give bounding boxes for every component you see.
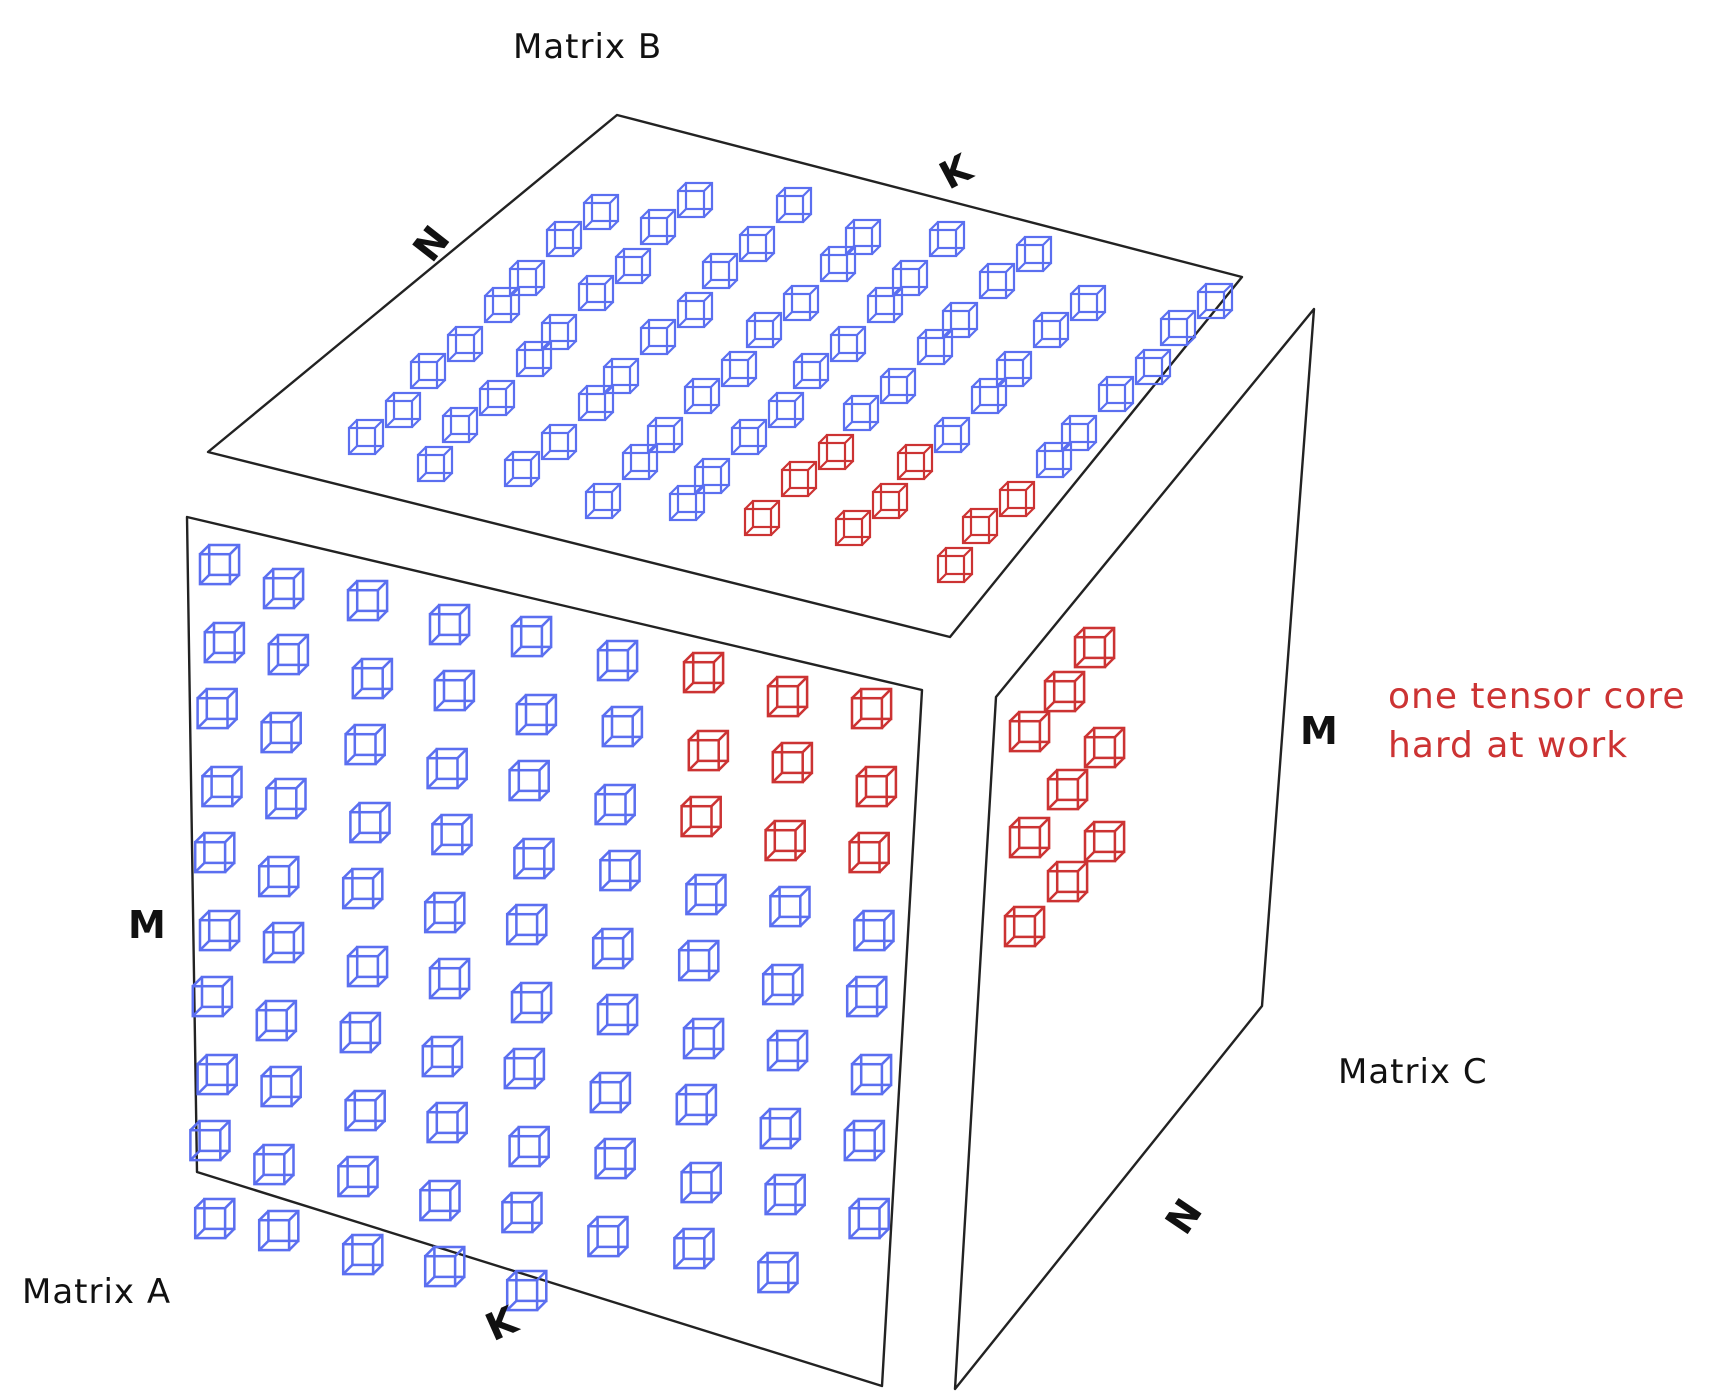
cube-icon [341,1233,384,1276]
matrix-a-label: Matrix A [22,1272,171,1312]
tensor-core-note-line1: one tensor core [1388,676,1686,717]
matrix-c-label: Matrix C [1338,1052,1488,1092]
matrix-c-face [953,307,1316,1391]
matrix-b-label: Matrix B [513,27,662,67]
cube-icon [505,1269,548,1312]
matrix-a-face [185,515,924,1388]
matrix-a-m-label: M [128,903,166,947]
matrix-b-face [206,113,1244,639]
cube-icon [193,1197,236,1240]
cube-icon [257,1209,300,1252]
matrix-c-m-label: M [1300,709,1338,753]
tensor-core-note-line2: hard at work [1388,725,1628,766]
matrix-c-n-label: N [1157,1191,1211,1242]
cube-icon [423,1245,466,1288]
matrix-b-k-label: K [932,145,980,198]
matrix-a-k-label: K [479,1297,525,1350]
